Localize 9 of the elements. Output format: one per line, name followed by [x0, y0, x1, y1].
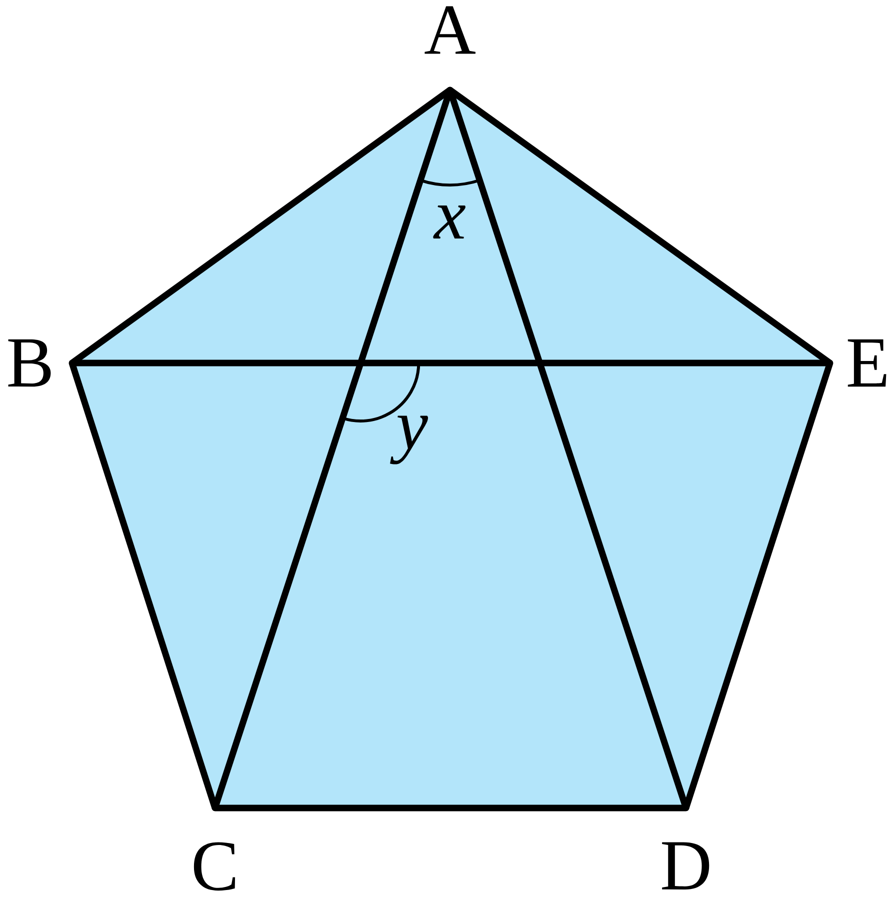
angle-label: y	[390, 416, 428, 464]
line-segment	[68, 360, 834, 366]
vertex-label: C	[194, 842, 236, 891]
vertex-label: A	[424, 6, 476, 54]
angle-label: x	[433, 205, 466, 239]
vertex-label: D	[662, 842, 710, 890]
line-segment	[446, 86, 690, 812]
vertex-label: E	[848, 339, 886, 387]
vertex-label: B	[8, 339, 51, 387]
